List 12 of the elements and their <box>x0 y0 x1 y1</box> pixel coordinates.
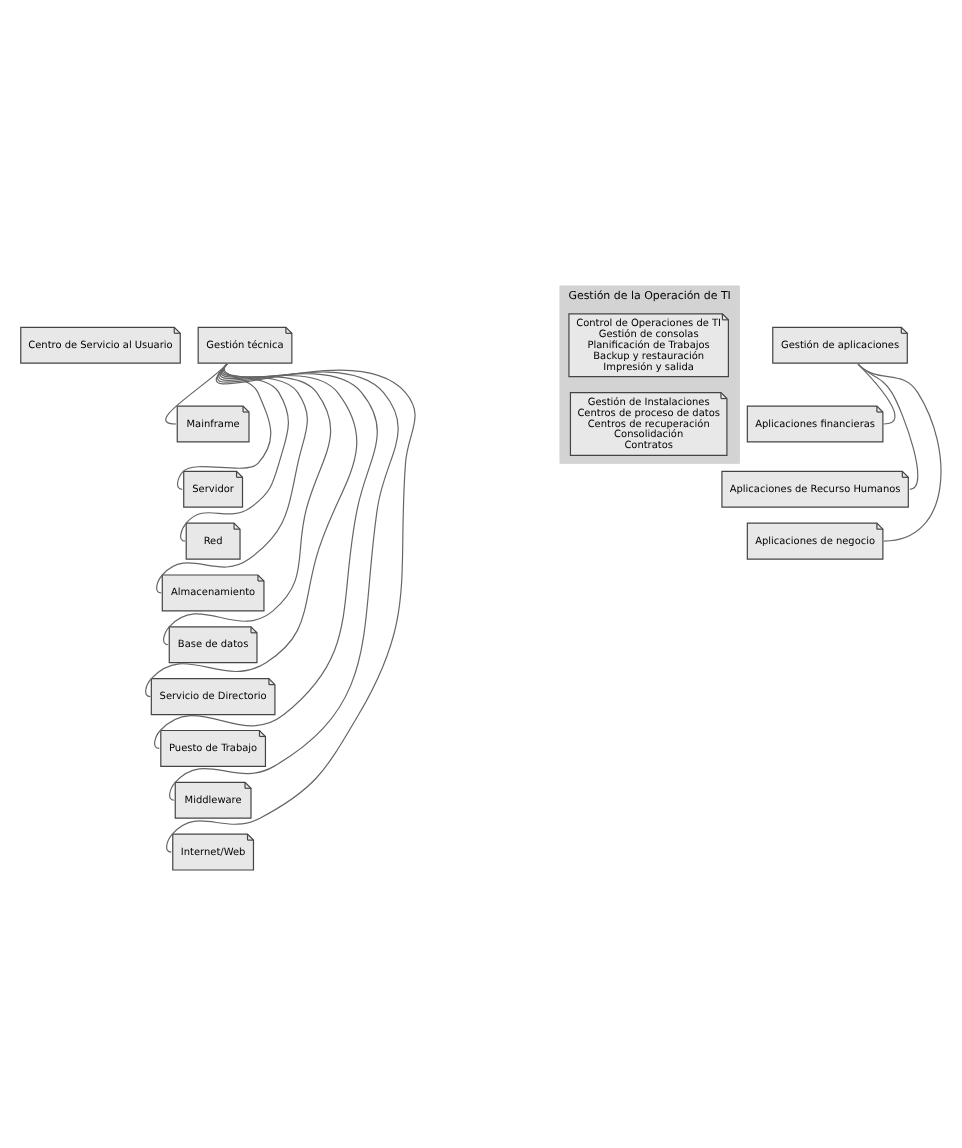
connector <box>180 363 289 542</box>
connector <box>156 363 308 594</box>
connector <box>165 363 228 425</box>
connector <box>169 363 399 801</box>
connector <box>857 363 896 425</box>
connector <box>857 363 919 490</box>
connector <box>166 363 416 853</box>
connector <box>154 363 378 749</box>
connector <box>145 363 358 698</box>
connector <box>163 363 332 646</box>
connector <box>176 363 272 490</box>
connector <box>857 363 942 542</box>
